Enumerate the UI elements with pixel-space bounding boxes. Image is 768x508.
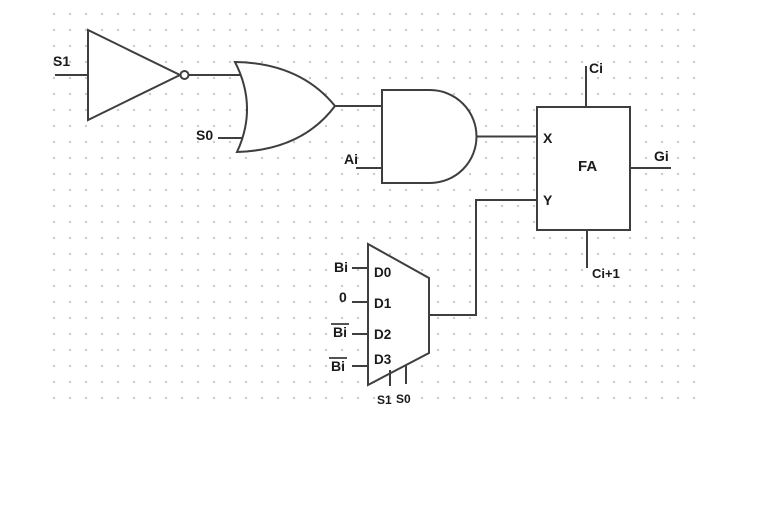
and-gate [381, 89, 478, 184]
mux-d0-source-label: Bi [334, 259, 348, 275]
mux-d2-source-label: Bi [333, 324, 347, 340]
not-gate-bubble-icon [179, 70, 190, 80]
mux-d3-source-label: Bi [331, 358, 345, 374]
sum-out-label: Gi [654, 148, 669, 164]
carry-out-label: Ci+1 [592, 266, 620, 281]
s0-input-label: S0 [196, 127, 213, 143]
mux-port-d2-label: D2 [374, 327, 391, 342]
fa-y-port-label: Y [543, 192, 553, 208]
s1-input-label: S1 [53, 53, 70, 69]
not-gate [87, 28, 183, 122]
fa-label: FA [578, 158, 597, 175]
mux-select-s1-label: S1 [377, 393, 392, 407]
mux-port-d1-label: D1 [374, 296, 392, 311]
fa-x-port-label: X [543, 130, 553, 146]
mux-port-d3-label: D3 [374, 352, 392, 367]
or-gate [233, 60, 337, 154]
mux-port-d0-label: D0 [374, 265, 391, 280]
carry-in-label: Ci [589, 60, 603, 76]
mux [367, 242, 430, 387]
wire-mux-to-y [429, 199, 537, 316]
mux-d1-source-label: 0 [339, 289, 347, 305]
mux-select-s0-label: S0 [396, 392, 411, 406]
ai-input-label: Ai [344, 151, 358, 167]
